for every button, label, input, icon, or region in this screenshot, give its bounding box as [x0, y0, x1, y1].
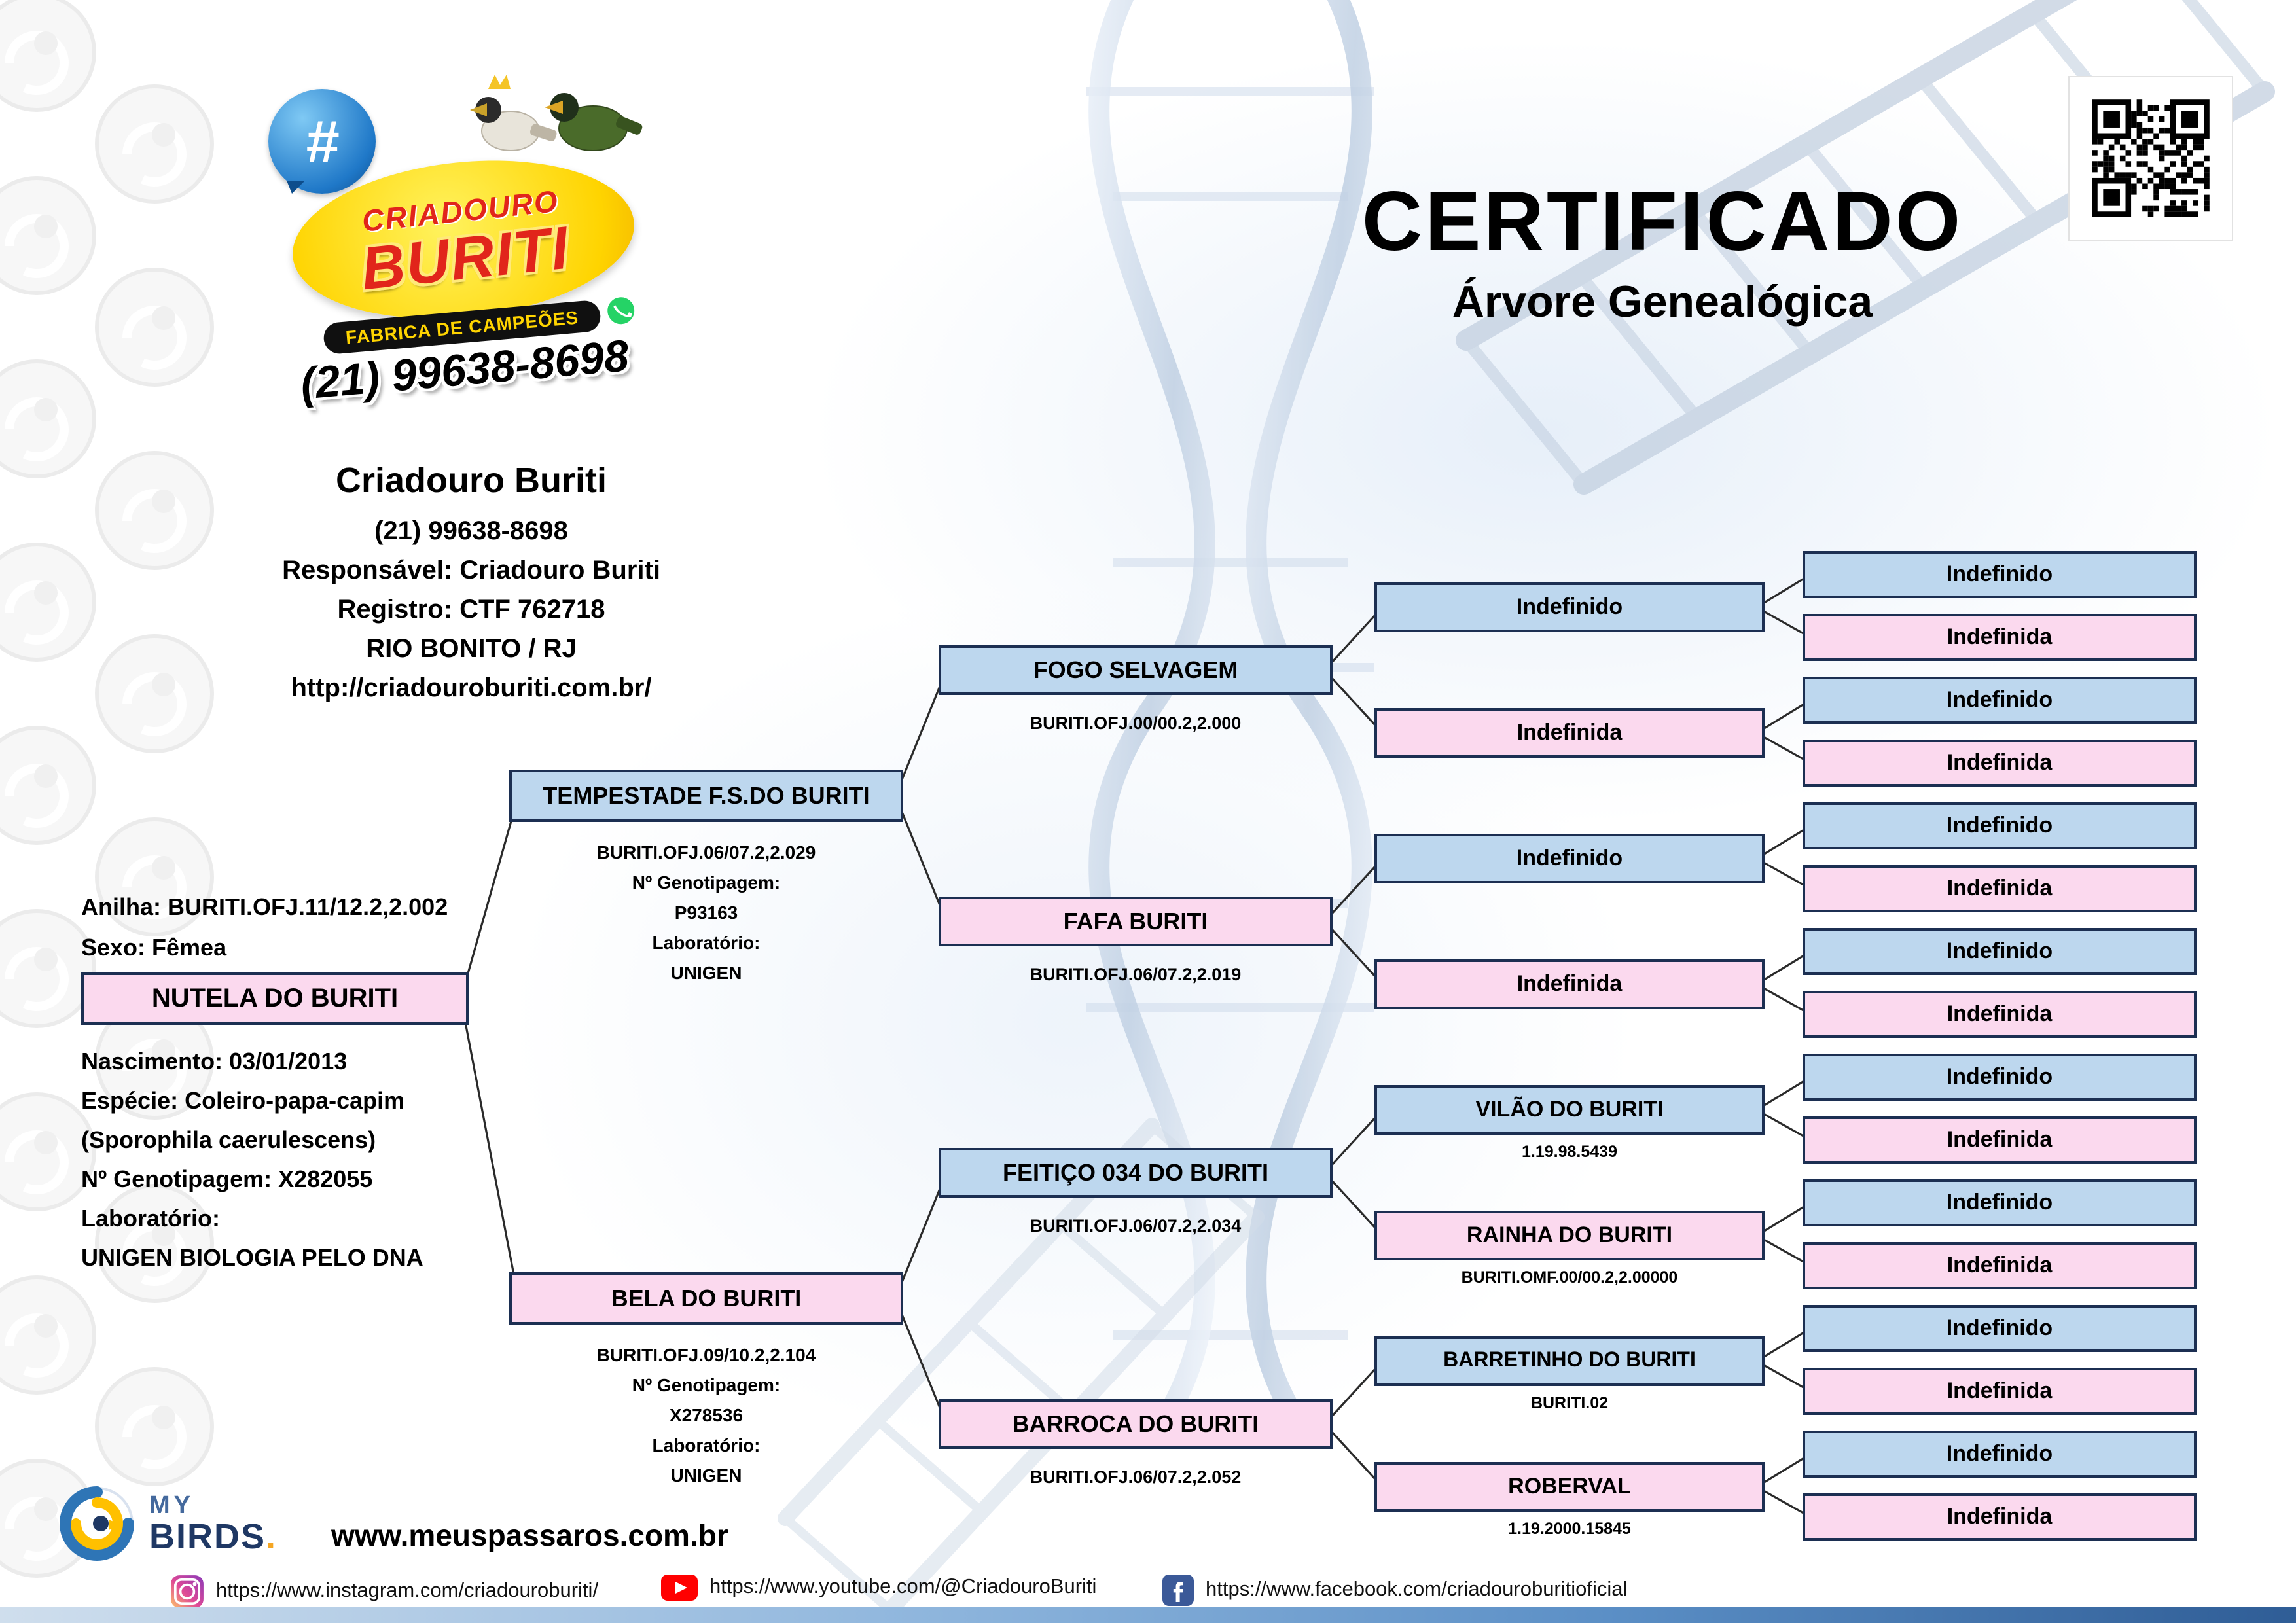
great-grandparent-box-2: Indefinida — [1374, 708, 1765, 758]
grandparent-ring-4: BURITI.OFJ.06/07.2,2.052 — [1030, 1467, 1242, 1487]
detail-line: Nº Genotipagem: — [632, 872, 781, 893]
breeder-website[interactable]: http://criadouroburiti.com.br/ — [291, 674, 652, 703]
gen5-box-5: Indefinido — [1803, 802, 2197, 849]
detail-line: P93163 — [674, 902, 738, 923]
youtube-icon — [661, 1575, 698, 1601]
grandparent-box-3: FEITIÇO 034 DO BURITI — [939, 1148, 1333, 1198]
breeder-phone: (21) 99638-8698 — [374, 517, 568, 546]
social-link-text[interactable]: https://www.facebook.com/criadouroburiti… — [1206, 1578, 1628, 1601]
subject-ring: Anilha: BURITI.OFJ.11/12.2,2.002 — [81, 894, 448, 920]
gen5-box-13: Indefinido — [1803, 1305, 2197, 1352]
gen5-box-7: Indefinido — [1803, 928, 2197, 975]
breeder-location: RIO BONITO / RJ — [366, 635, 577, 664]
gen5-box-9: Indefinido — [1803, 1054, 2197, 1101]
subject-genotyping: Nº Genotipagem: X282055 — [81, 1166, 373, 1192]
gen5-box-3: Indefinido — [1803, 677, 2197, 724]
gen5-box-8: Indefinida — [1803, 991, 2197, 1038]
detail-line: UNIGEN — [670, 962, 742, 983]
instagram-icon — [171, 1575, 204, 1608]
great-grandparent-box-7: BARRETINHO DO BURITI — [1374, 1336, 1765, 1386]
hashtag-bubble-icon: # — [268, 89, 376, 194]
mybirds-icon — [60, 1486, 134, 1561]
great-grandparent-ring-5: 1.19.98.5439 — [1522, 1143, 1617, 1161]
great-grandparent-box-4: Indefinida — [1374, 959, 1765, 1009]
social-facebook[interactable]: https://www.facebook.com/criadouroburiti… — [1162, 1575, 1627, 1606]
subject-species-latin: (Sporophila caerulescens) — [81, 1127, 376, 1153]
mybirds-dot: . — [266, 1517, 278, 1556]
mybirds-wordmark: MY BIRDS. — [149, 1493, 277, 1554]
subject-species: Espécie: Coleiro-papa-capim — [81, 1088, 405, 1114]
grandparent-box-2: FAFA BURITI — [939, 897, 1333, 946]
qr-code — [2068, 76, 2233, 241]
great-grandparent-ring-7: BURITI.02 — [1530, 1394, 1609, 1412]
gen5-box-15: Indefinido — [1803, 1431, 2197, 1478]
detail-line: Laboratório: — [652, 1435, 761, 1455]
subject-name-box: NUTELA DO BURITI — [81, 972, 469, 1025]
header: CERTIFICADO Árvore Genealógica — [1244, 173, 2081, 329]
subject-lab-name: UNIGEN BIOLOGIA PELO DNA — [81, 1245, 423, 1271]
mybirds-logo: MY BIRDS. — [58, 1484, 277, 1563]
certificate-title: CERTIFICADO — [1361, 174, 1964, 268]
bird-illustration — [452, 71, 648, 179]
mybirds-word-birds: BIRDS. — [149, 1517, 278, 1556]
gen5-box-1: Indefinido — [1803, 551, 2197, 598]
great-grandparent-box-8: ROBERVAL — [1374, 1462, 1765, 1512]
breeder-registry: Registro: CTF 762718 — [337, 596, 605, 624]
gen5-box-6: Indefinida — [1803, 865, 2197, 912]
mother-details: BURITI.OFJ.09/10.2,2.104 Nº Genotipagem:… — [509, 1340, 903, 1491]
gen5-box-4: Indefinida — [1803, 740, 2197, 787]
great-grandparent-ring-6: BURITI.OMF.00/00.2,2.00000 — [1461, 1268, 1678, 1287]
great-grandparent-box-3: Indefinido — [1374, 834, 1765, 883]
gen5-box-12: Indefinida — [1803, 1242, 2197, 1289]
grandparent-box-1: FOGO SELVAGEM — [939, 645, 1333, 695]
mybirds-word-birds-text: BIRDS — [149, 1517, 266, 1556]
facebook-icon — [1162, 1575, 1194, 1606]
detail-line: Nº Genotipagem: — [632, 1374, 781, 1395]
breeder-logo: # CRIADOURO BURITI FABRICA DE CAMPEÕES — [268, 68, 674, 435]
social-instagram[interactable]: https://www.instagram.com/criadouroburit… — [170, 1575, 598, 1609]
breeder-responsible: Responsável: Criadouro Buriti — [282, 556, 660, 585]
social-link-text[interactable]: https://www.youtube.com/@CriadouroBuriti — [709, 1576, 1097, 1598]
logo-tagline: FABRICA DE CAMPEÕES — [322, 295, 637, 355]
gen5-box-11: Indefinido — [1803, 1179, 2197, 1226]
breeder-info: Criadouro Buriti (21) 99638-8698 Respons… — [52, 461, 890, 708]
detail-line: BURITI.OFJ.06/07.2,2.029 — [596, 842, 816, 863]
great-grandparent-box-5: VILÃO DO BURITI — [1374, 1085, 1765, 1135]
gen5-box-10: Indefinida — [1803, 1116, 2197, 1164]
grandparent-ring-2: BURITI.OFJ.06/07.2,2.019 — [1030, 965, 1242, 984]
detail-line: X278536 — [669, 1404, 744, 1425]
gen5-box-16: Indefinida — [1803, 1493, 2197, 1541]
grandparent-box-4: BARROCA DO BURITI — [939, 1399, 1333, 1449]
great-grandparent-box-1: Indefinido — [1374, 582, 1765, 632]
gen5-box-2: Indefinida — [1803, 614, 2197, 661]
footer-bar — [0, 1607, 2296, 1623]
great-grandparent-box-6: RAINHA DO BURITI — [1374, 1211, 1765, 1260]
subject-sex: Sexo: Fêmea — [81, 935, 227, 961]
breeder-name: Criadouro Buriti — [336, 461, 607, 500]
partner-website[interactable]: www.meuspassaros.com.br — [331, 1518, 728, 1552]
detail-line: UNIGEN — [670, 1465, 742, 1486]
mybirds-word-my: MY — [149, 1492, 194, 1520]
subject-lab-label: Laboratório: — [81, 1205, 220, 1232]
social-link-text[interactable]: https://www.instagram.com/criadouroburit… — [216, 1580, 599, 1602]
great-grandparent-ring-8: 1.19.2000.15845 — [1508, 1520, 1631, 1538]
father-details: BURITI.OFJ.06/07.2,2.029 Nº Genotipagem:… — [509, 838, 903, 988]
grandparent-ring-1: BURITI.OFJ.00/00.2,2.000 — [1030, 713, 1242, 733]
subject-birth: Nascimento: 03/01/2013 — [81, 1048, 348, 1075]
whatsapp-icon — [604, 294, 639, 332]
mother-box: BELA DO BURITI — [509, 1272, 903, 1325]
social-youtube[interactable]: https://www.youtube.com/@CriadouroBuriti — [661, 1575, 1096, 1601]
detail-line: Laboratório: — [652, 932, 761, 953]
certificate-subtitle: Árvore Genealógica — [1452, 277, 1873, 327]
father-box: TEMPESTADE F.S.DO BURITI — [509, 770, 903, 822]
grandparent-ring-3: BURITI.OFJ.06/07.2,2.034 — [1030, 1216, 1242, 1236]
detail-line: BURITI.OFJ.09/10.2,2.104 — [596, 1344, 816, 1365]
gen5-box-14: Indefinida — [1803, 1368, 2197, 1415]
